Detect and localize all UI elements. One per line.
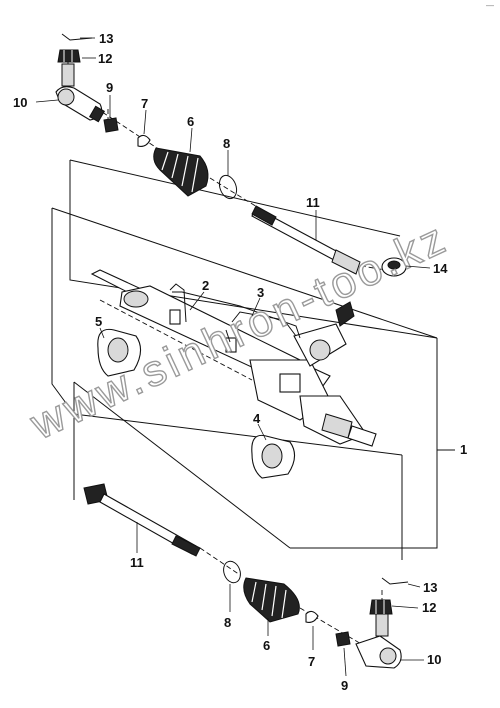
clip-top xyxy=(137,134,151,147)
pinion-valve-housing xyxy=(279,301,355,393)
pipes xyxy=(169,283,301,343)
rack-end-washer xyxy=(381,257,407,277)
rack-right-end xyxy=(321,413,377,447)
watermark: www.sinhron-too.kz xyxy=(23,214,452,449)
callout-9-top: 9 xyxy=(106,80,113,95)
callout-9-bottom: 9 xyxy=(341,678,348,693)
boot-bottom xyxy=(243,577,300,623)
callout-13-bottom: 13 xyxy=(423,580,437,595)
insulator-right xyxy=(251,434,296,479)
tie-rod-end-bottom xyxy=(355,613,402,669)
corner-mark: — xyxy=(486,1,494,10)
insulator-left xyxy=(97,328,142,377)
boot-top xyxy=(153,147,209,197)
cotter-pin-bottom xyxy=(381,577,409,585)
band-bottom xyxy=(223,560,241,584)
callout-8-bottom: 8 xyxy=(224,615,231,630)
callout-10-top: 10 xyxy=(13,95,27,110)
inner-tie-rod-bottom xyxy=(83,483,201,557)
callout-7-top: 7 xyxy=(141,96,148,111)
castle-nut-bottom xyxy=(369,599,393,615)
lock-nut-bottom xyxy=(335,631,351,647)
callout-8-top: 8 xyxy=(223,136,230,151)
callout-6-top: 6 xyxy=(187,114,194,129)
callout-6-bottom: 6 xyxy=(263,638,270,653)
callout-2: 2 xyxy=(202,278,209,293)
clip-bottom xyxy=(305,610,319,623)
inner-tie-rod-top xyxy=(251,205,361,275)
callout-7-bottom: 7 xyxy=(308,654,315,669)
callout-10-bottom: 10 xyxy=(427,652,441,667)
tie-rod-end-top xyxy=(55,63,106,123)
castle-nut-top xyxy=(57,49,81,63)
callout-12-bottom: 12 xyxy=(422,600,436,615)
cotter-pin-top xyxy=(61,33,93,41)
callout-3: 3 xyxy=(257,285,264,300)
leader-lines xyxy=(35,37,431,677)
callout-11-top: 11 xyxy=(306,195,320,210)
assembly-outline xyxy=(51,159,455,560)
band-top xyxy=(218,174,238,200)
callout-4: 4 xyxy=(253,411,261,426)
callout-5: 5 xyxy=(95,314,102,329)
callout-11-bottom: 11 xyxy=(130,555,144,570)
lock-nut-top xyxy=(103,117,119,133)
callout-13-top: 13 xyxy=(99,31,113,46)
callout-1: 1 xyxy=(460,442,467,457)
callout-14: 14 xyxy=(433,261,448,276)
rack-housing xyxy=(90,269,367,445)
callout-12-top: 12 xyxy=(98,51,112,66)
